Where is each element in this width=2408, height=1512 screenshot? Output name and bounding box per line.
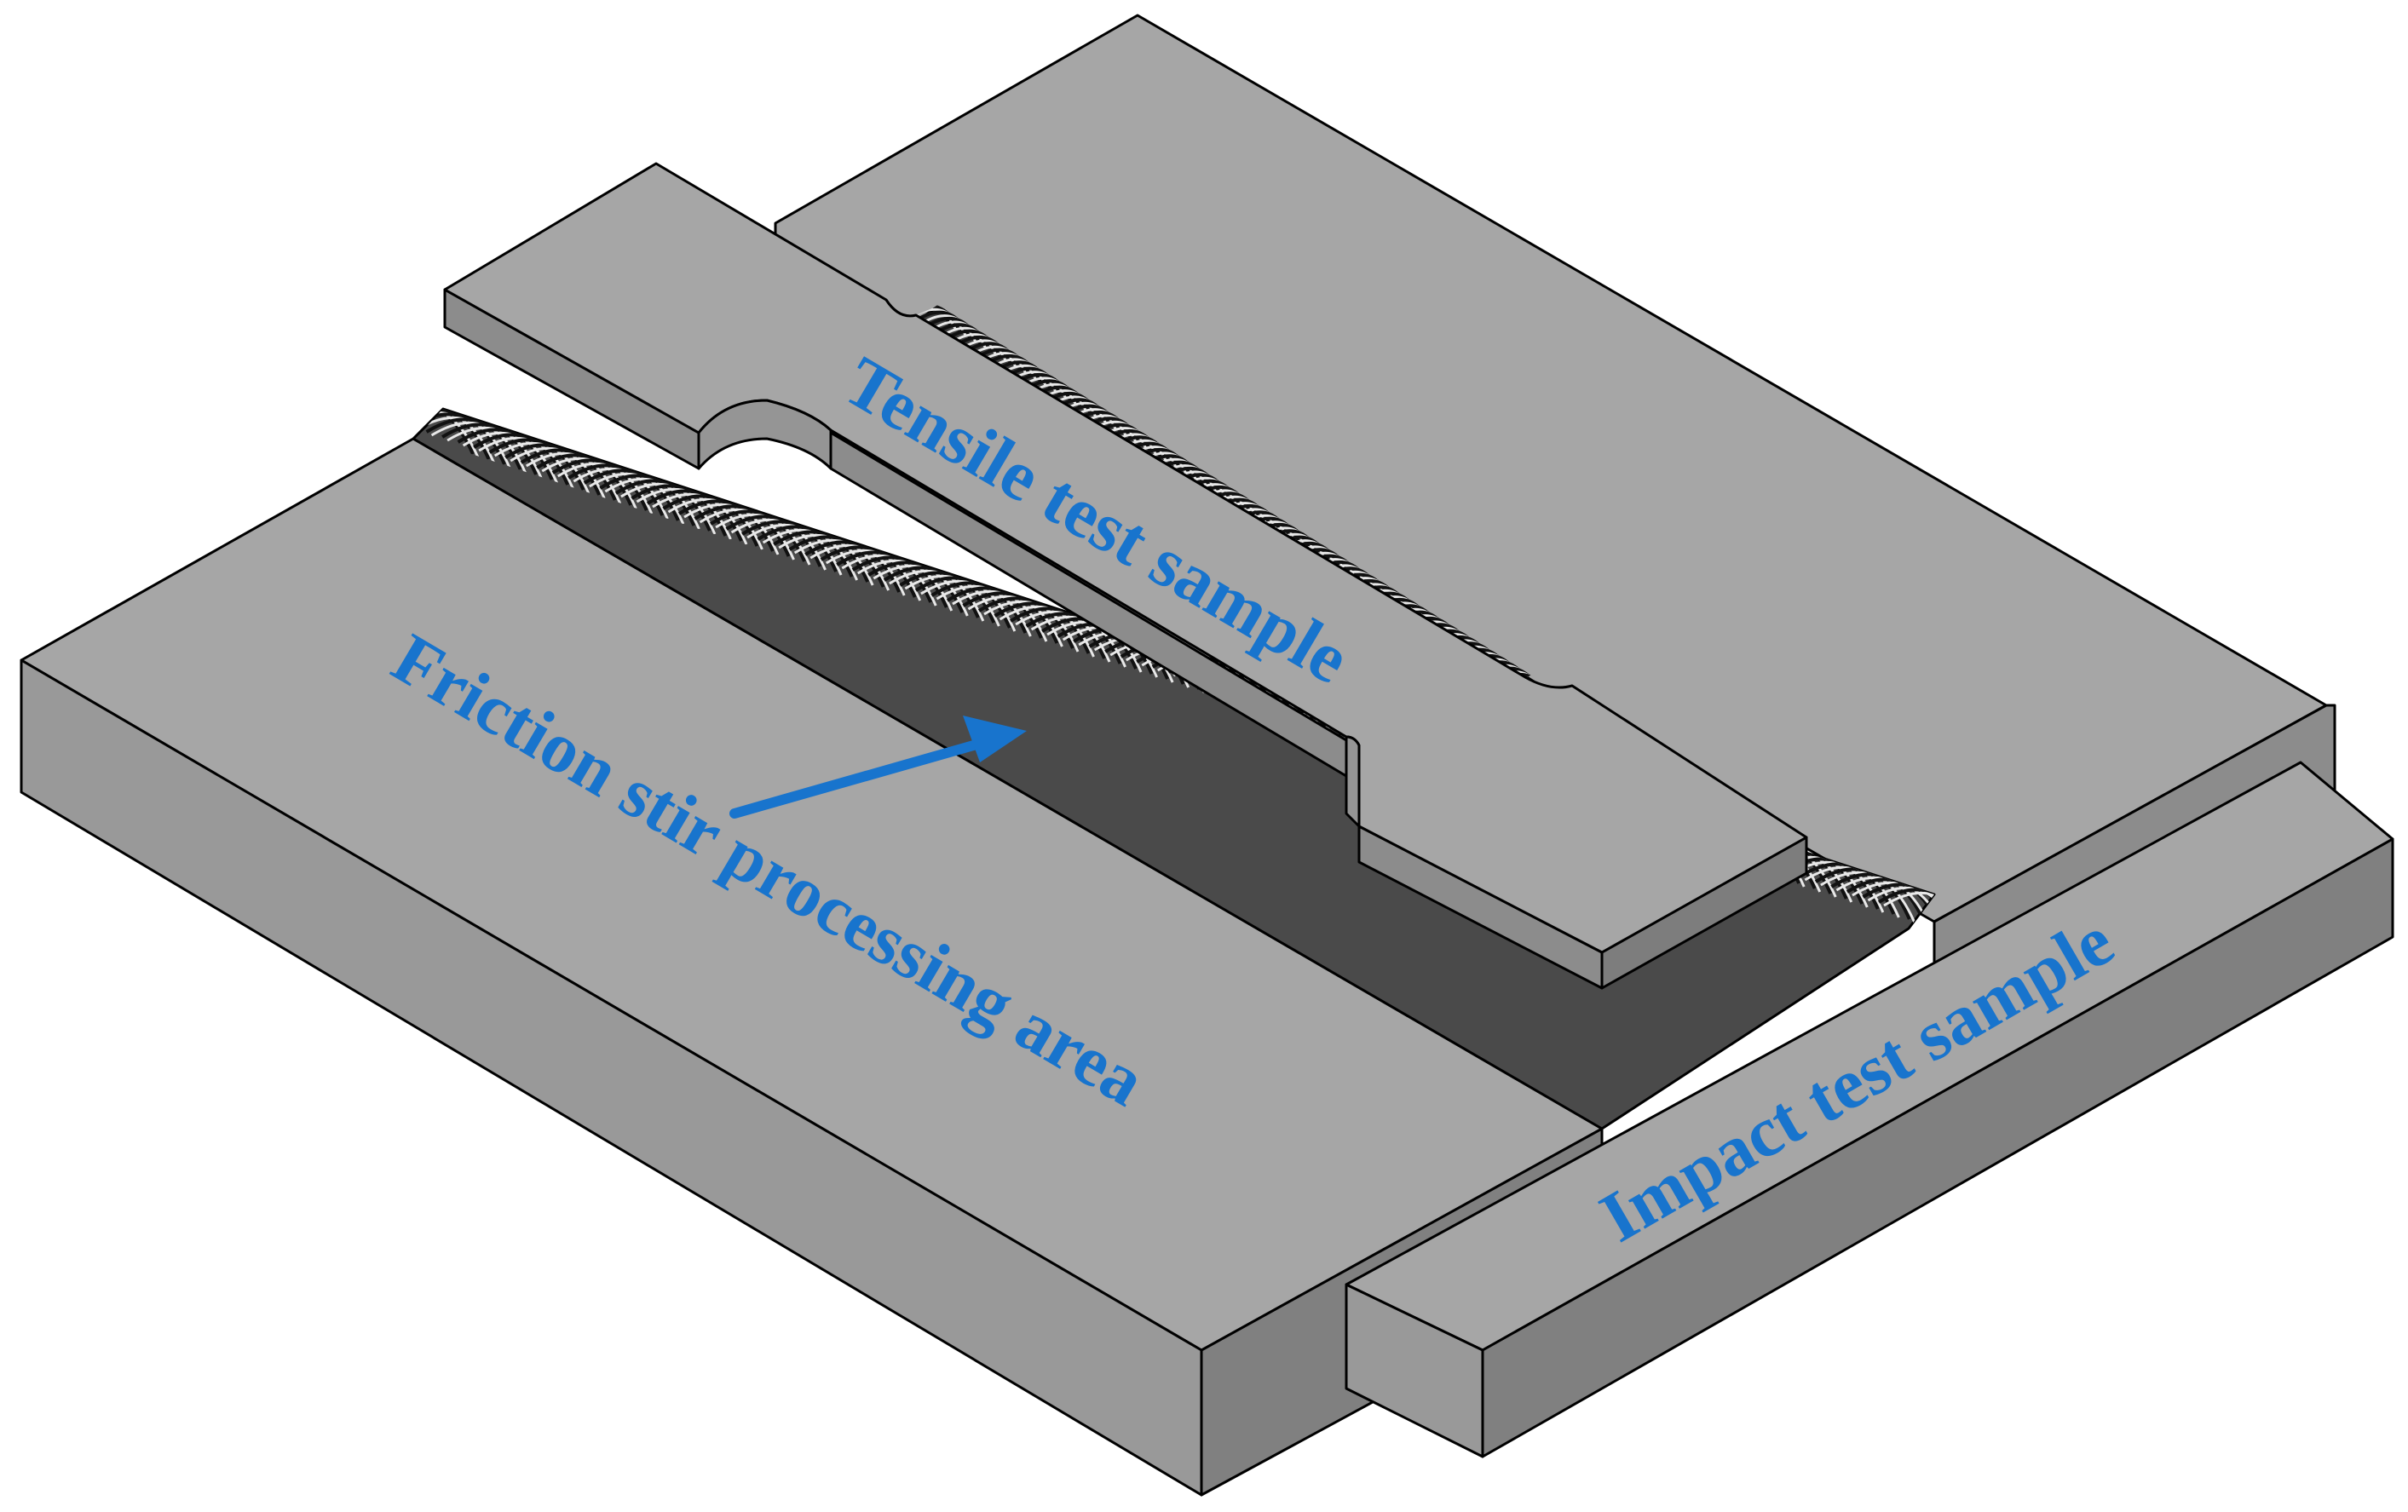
tensile-left-fillet <box>697 399 832 470</box>
weld-ripple-highlight <box>1883 891 1934 928</box>
arrow-shaft <box>729 736 994 819</box>
impact-test-sample <box>1345 761 2394 1458</box>
tensile-test-sample <box>443 162 1808 990</box>
impact-bar-front-side <box>1481 837 2394 1458</box>
arrow <box>729 716 1027 819</box>
arrow-head <box>963 716 1027 762</box>
tensile-right-fillet <box>1345 735 1361 828</box>
